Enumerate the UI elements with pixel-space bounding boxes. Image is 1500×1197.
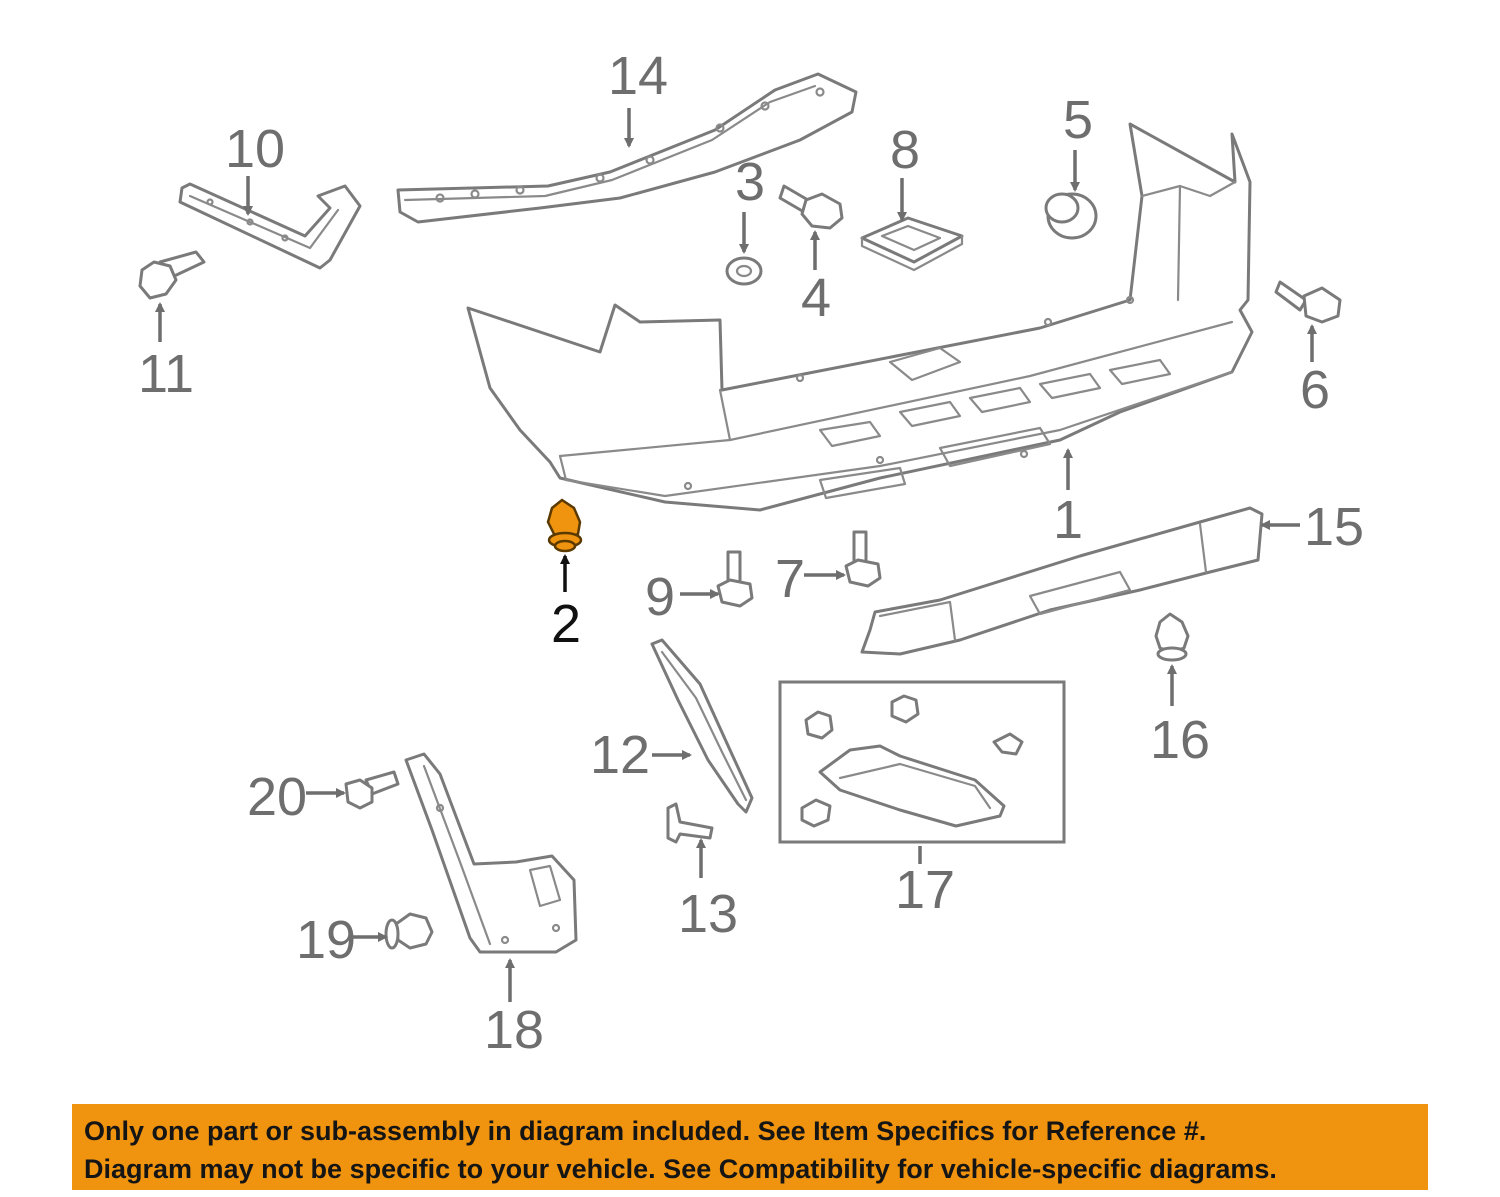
callout-2: 2 — [551, 594, 581, 654]
leader-lines — [155, 108, 1317, 1002]
callout-labels: 14 10 11 3 4 8 5 6 1 15 7 9 16 12 13 17 … — [138, 46, 1364, 1060]
part-3-washer — [725, 256, 763, 286]
callout-16: 16 — [1150, 710, 1210, 770]
part-16-clip — [1154, 612, 1190, 662]
disclaimer-banner: Only one part or sub-assembly in diagram… — [72, 1104, 1428, 1190]
disclaimer-line-2: Diagram may not be specific to your vehi… — [84, 1154, 1277, 1184]
callout-7: 7 — [775, 549, 805, 609]
disclaimer-line-1: Only one part or sub-assembly in diagram… — [84, 1116, 1207, 1146]
part-14-reinforcement — [396, 72, 858, 224]
part-13-bracket — [666, 802, 714, 844]
callout-17: 17 — [895, 860, 955, 920]
callout-12: 12 — [590, 725, 650, 785]
part-18-mud-guard — [404, 752, 578, 954]
part-6-bolt — [1274, 280, 1342, 324]
part-11-bolt — [138, 250, 206, 300]
callout-14: 14 — [608, 46, 668, 106]
part-1-bumper-cover — [466, 122, 1254, 512]
callout-13: 13 — [678, 884, 738, 944]
part-5-plug — [1044, 192, 1098, 240]
callout-3: 3 — [735, 152, 765, 212]
callout-8: 8 — [890, 120, 920, 180]
part-2-clip-highlighted — [546, 498, 583, 553]
callout-6: 6 — [1300, 360, 1330, 420]
callout-19: 19 — [296, 910, 356, 970]
part-10-bracket — [178, 182, 362, 270]
part-20-bolt — [344, 770, 400, 810]
callout-1: 1 — [1053, 490, 1083, 550]
callout-4: 4 — [801, 268, 831, 328]
callout-18: 18 — [484, 1000, 544, 1060]
callout-20: 20 — [247, 767, 307, 827]
part-4-bolt — [778, 184, 844, 230]
callout-9: 9 — [645, 567, 675, 627]
part-7-bolt — [844, 530, 882, 588]
part-8-bracket — [860, 216, 964, 272]
callout-11: 11 — [138, 344, 194, 404]
callout-5: 5 — [1063, 90, 1093, 150]
part-17-kit-box — [778, 680, 1066, 844]
parts-diagram: 14 10 11 3 4 8 5 6 1 15 7 9 16 12 13 17 … — [138, 46, 1364, 1060]
part-15-step-pad — [860, 506, 1264, 656]
part-19-clip — [384, 912, 434, 950]
callout-15: 15 — [1304, 497, 1364, 557]
part-12-molding — [650, 638, 754, 814]
part-9-bolt — [716, 550, 754, 608]
callout-10: 10 — [225, 119, 285, 179]
